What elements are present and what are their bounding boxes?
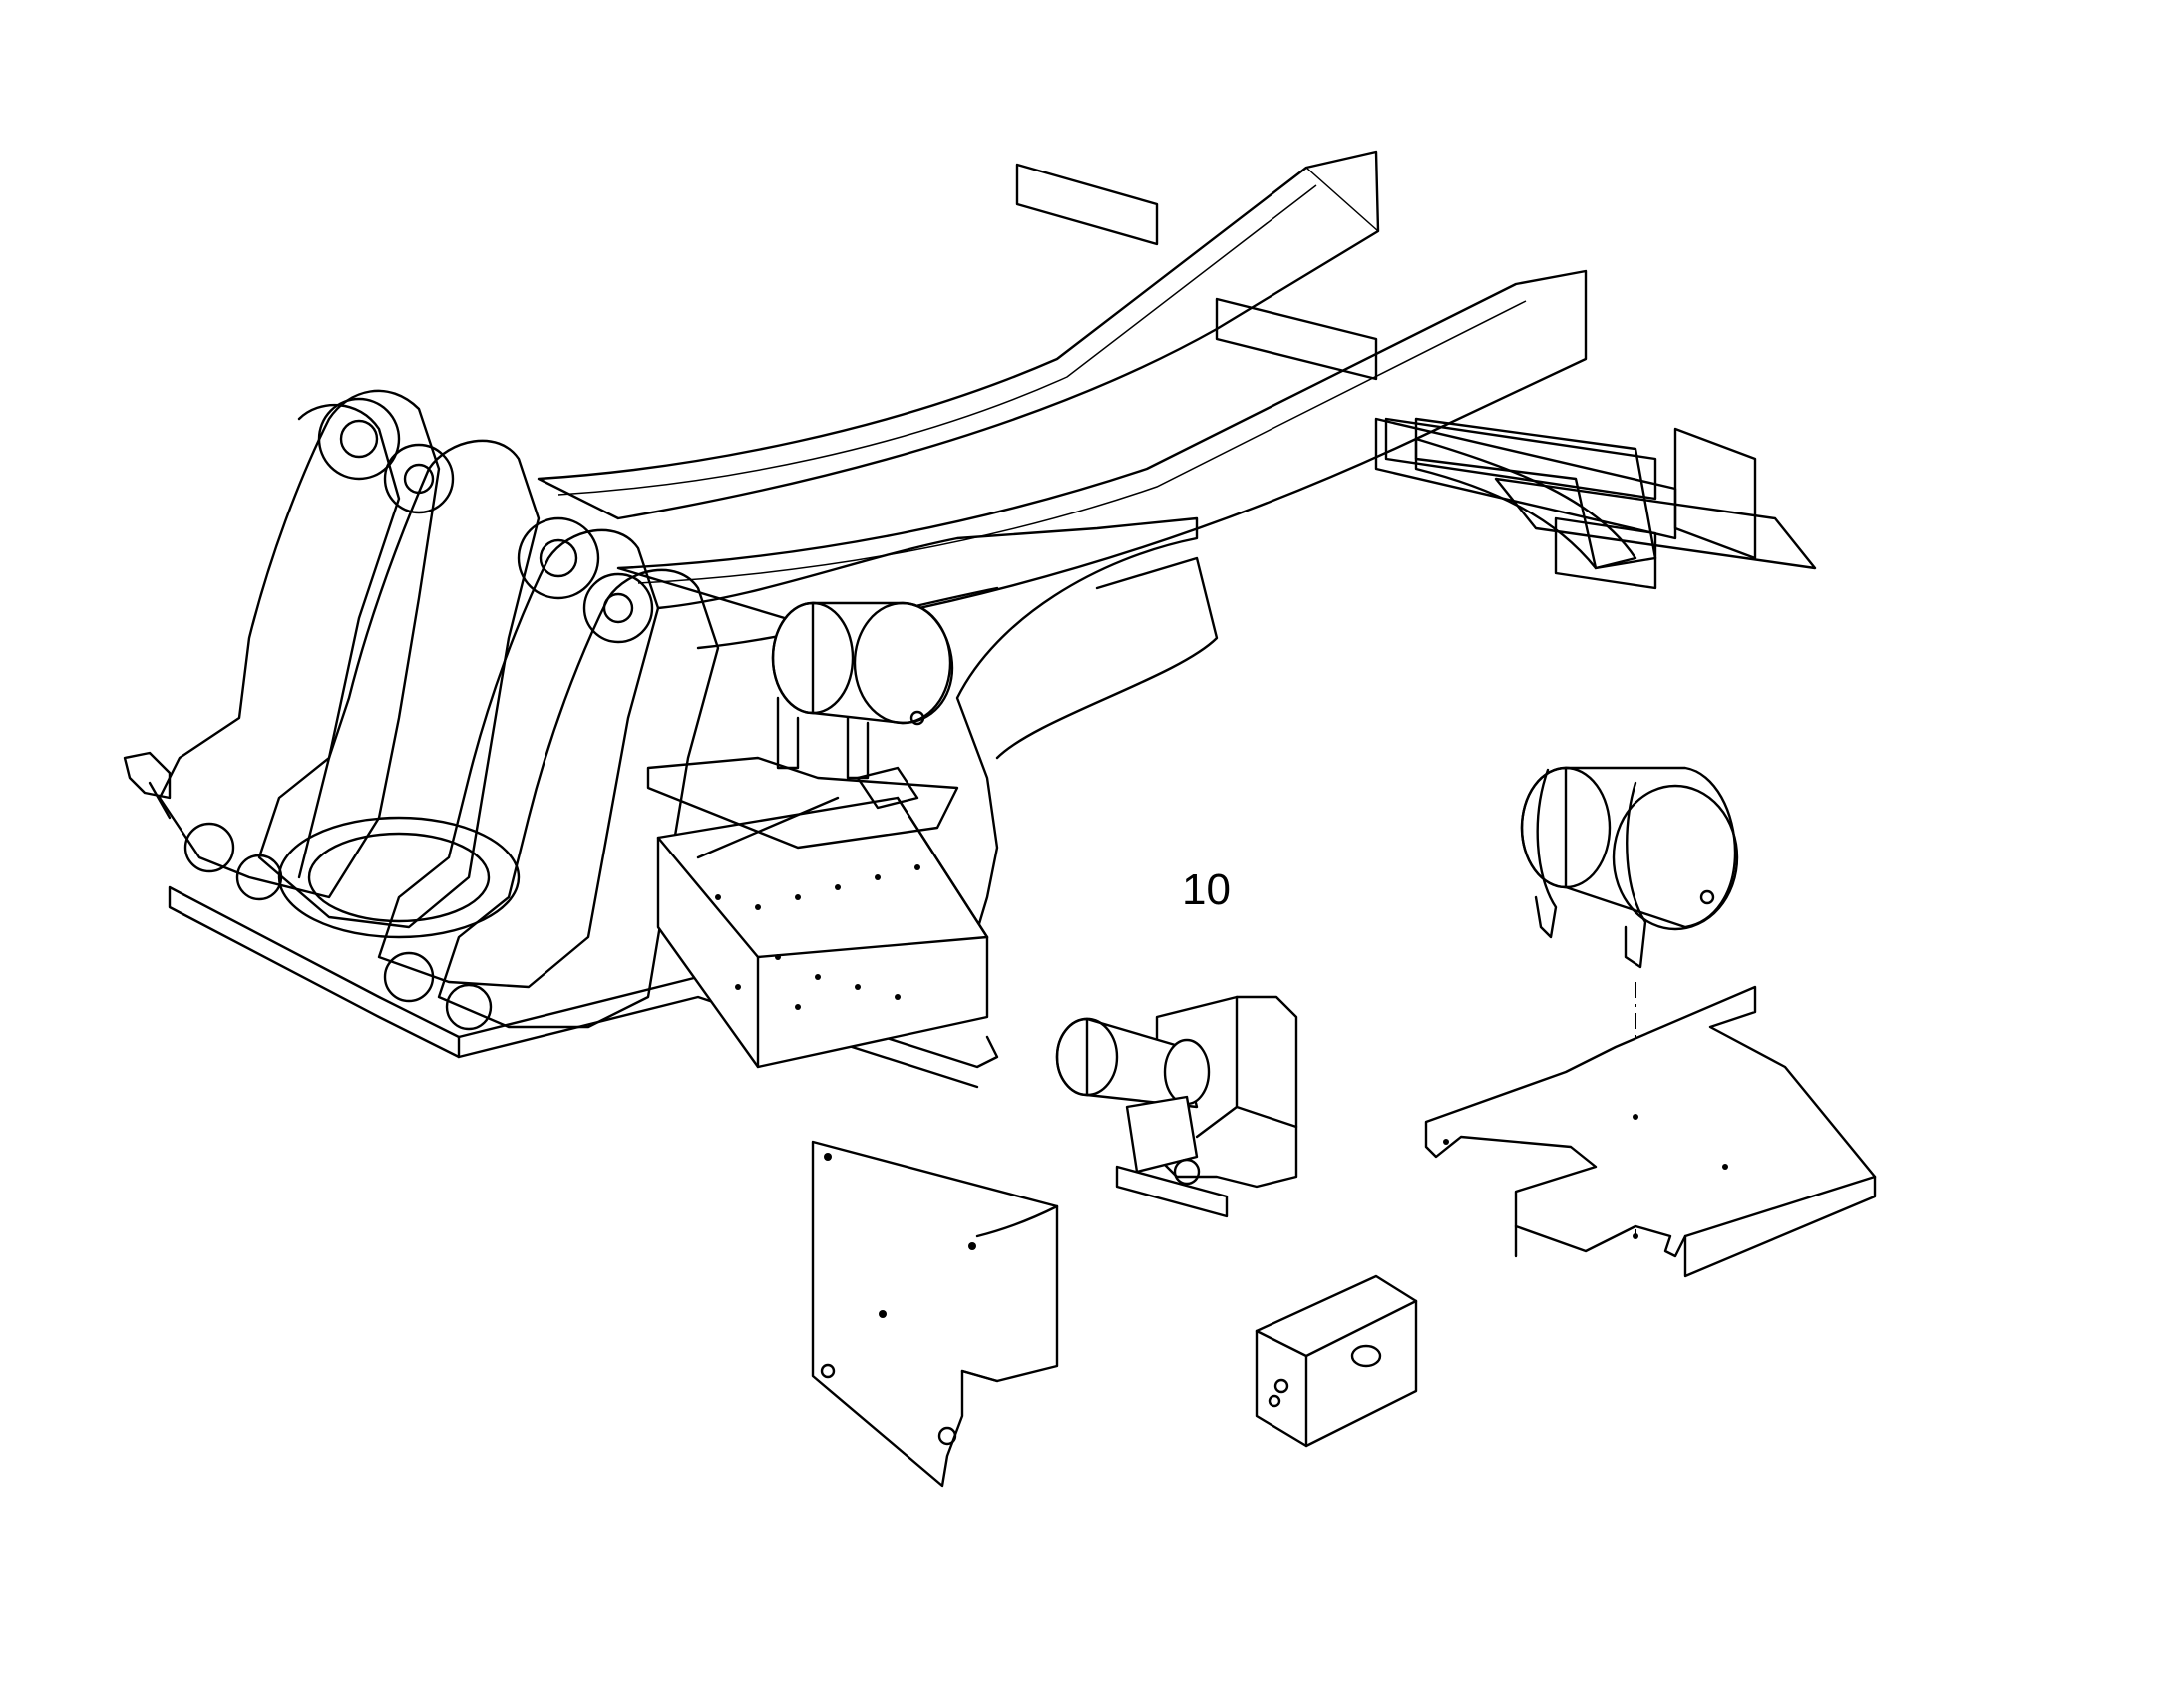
control-box [1255, 1274, 1418, 1448]
bracket-plate [811, 1140, 1059, 1488]
air-tank-part [1520, 766, 1739, 969]
pump-unit [1055, 995, 1298, 1218]
tank-mounting-plate [1424, 985, 1877, 1278]
chassis-frame [123, 150, 1817, 1089]
mounted-air-tank [646, 601, 959, 859]
battery-box [656, 796, 989, 1069]
callout-label-10: 10 [1182, 865, 1231, 914]
